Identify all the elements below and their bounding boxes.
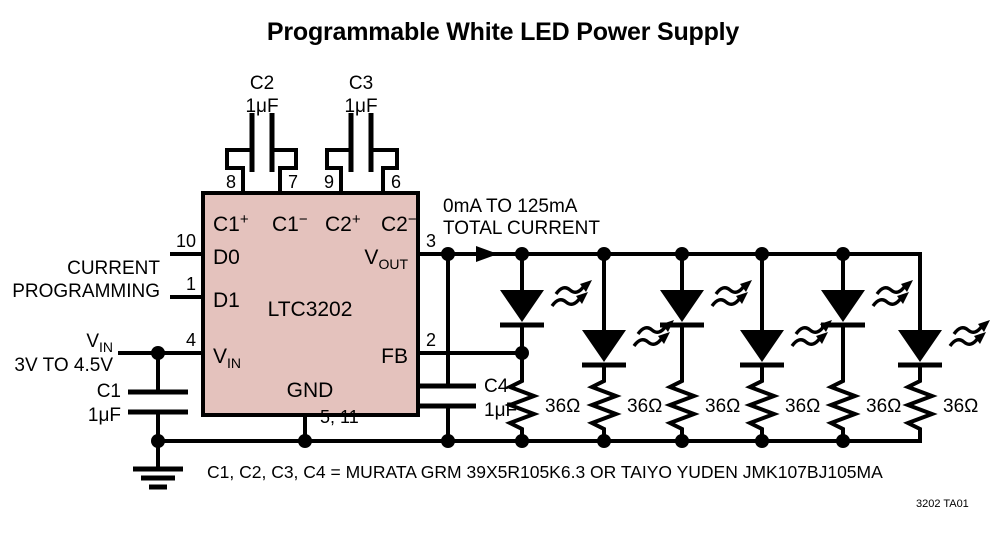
led-branch-1: 36Ω: [500, 247, 592, 448]
component-note: C1, C2, C3, C4 = MURATA GRM 39X5R105K6.3…: [207, 462, 883, 482]
light-emission-icon: [550, 280, 592, 308]
junction-dot-bottom: [755, 434, 769, 448]
vin-range-label: 3V TO 4.5V: [14, 355, 113, 376]
current-programming-label-line1: CURRENT: [67, 258, 160, 279]
c3-designator: C3: [349, 73, 373, 94]
resistor-value: 36Ω: [545, 396, 580, 417]
light-emission-icon: [710, 280, 752, 308]
resistor-symbol: [504, 378, 540, 441]
output-current-label-line2: TOTAL CURRENT: [443, 218, 600, 239]
junction-dot-bottom: [515, 434, 529, 448]
resistor-symbol: [664, 378, 700, 441]
junction-dot-c4-top: [441, 247, 455, 261]
pin-number-1: 1: [186, 274, 196, 294]
pin-label-fb: FB: [381, 345, 408, 368]
junction-dot-c4-bottom: [441, 434, 455, 448]
led-diode: [740, 330, 784, 362]
resistor-symbol: [825, 378, 861, 441]
current-flow-arrow: [476, 246, 498, 262]
resistor-value: 36Ω: [627, 396, 662, 417]
led-branch-5: 36Ω: [821, 247, 913, 448]
pin-label-d0: D0: [213, 246, 240, 269]
resistor-value: 36Ω: [785, 396, 820, 417]
ic-body: [201, 191, 420, 417]
led-branch-3: 36Ω: [660, 247, 752, 448]
pin-number-2: 2: [426, 330, 436, 350]
c2-value: 1μF: [245, 96, 278, 117]
pin-number-7: 7: [288, 172, 298, 192]
ic-part-number: LTC3202: [268, 298, 353, 321]
pin-number-3: 3: [426, 231, 436, 251]
pin-label-vout: VOUT: [364, 246, 408, 272]
led-diode: [500, 290, 544, 322]
c4-designator: C4: [484, 376, 509, 397]
c1-designator: C1: [97, 381, 121, 402]
current-programming-label-line2: PROGRAMMING: [12, 281, 160, 302]
light-emission-icon: [871, 280, 913, 308]
capacitor-c3: C3 1μF: [325, 73, 399, 172]
vin-supply-label: VIN: [86, 331, 113, 355]
led-branch-2: 36Ω: [582, 247, 674, 448]
resistor-symbol: [744, 378, 780, 441]
pin-number-6: 6: [391, 172, 401, 192]
pin-label-d1: D1: [213, 289, 240, 312]
resistor-symbol: [902, 378, 938, 441]
resistor-value: 36Ω: [943, 396, 978, 417]
junction-dot-gnd-pin: [298, 434, 312, 448]
led-branch-6: 36Ω: [898, 252, 990, 441]
pin-number-10: 10: [176, 231, 196, 251]
led-diode: [821, 290, 865, 322]
pin-label-c2n: C2−: [381, 211, 417, 236]
led-diode: [660, 290, 704, 322]
pin-label-c1n: C1−: [272, 211, 308, 236]
pin-label-gnd: GND: [287, 379, 334, 402]
pin-number-5-11: 5, 11: [320, 407, 359, 427]
c1-value: 1μF: [88, 405, 121, 426]
pin-label-c2p: C2+: [325, 211, 361, 236]
output-current-label-line1: 0mA TO 125mA: [443, 196, 578, 217]
capacitor-c1: C1 1μF: [88, 346, 188, 443]
reference-code: 3202 TA01: [916, 498, 969, 510]
junction-dot-fb: [515, 346, 529, 360]
resistor-symbol: [586, 378, 622, 441]
pin-label-c1p: C1+: [213, 211, 249, 236]
figure-title: Programmable White LED Power Supply: [267, 18, 740, 46]
junction-dot-bottom: [597, 434, 611, 448]
c2-designator: C2: [250, 73, 274, 94]
led-diode: [582, 330, 626, 362]
resistor-value: 36Ω: [866, 396, 901, 417]
led-branch-4: 36Ω: [740, 247, 832, 448]
resistor-value: 36Ω: [705, 396, 740, 417]
pin-number-8: 8: [226, 172, 236, 192]
pin-number-9: 9: [324, 172, 334, 192]
led-diode: [898, 330, 942, 362]
c3-value: 1μF: [344, 96, 377, 117]
junction-dot-bottom: [675, 434, 689, 448]
pin-label-vin: VIN: [213, 345, 241, 371]
light-emission-icon: [948, 320, 990, 348]
capacitor-c2: C2 1μF: [225, 73, 298, 172]
junction-dot-bottom: [836, 434, 850, 448]
pin-number-4: 4: [186, 330, 196, 350]
